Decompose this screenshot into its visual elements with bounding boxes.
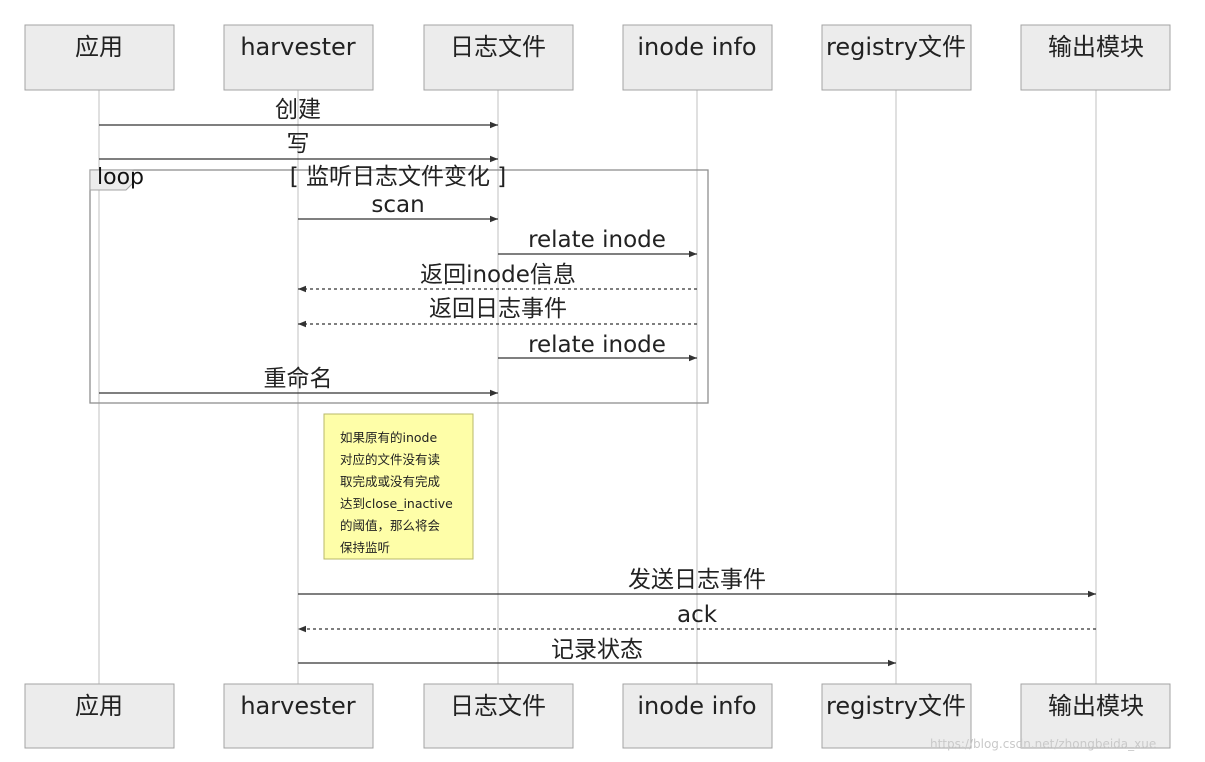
actor-box-inode-bottom: [622, 683, 773, 749]
actor-label-inode-bottom: inode info: [637, 692, 756, 720]
message-label-scan: scan: [371, 192, 424, 218]
actor-label-registry: registry文件: [826, 33, 966, 61]
actor-label-logfile-bottom: 日志文件: [450, 692, 546, 720]
actor-box-harvester: [223, 24, 374, 91]
watermark: https://blog.csdn.net/zhongbeida_xue: [930, 737, 1156, 751]
actor-box-inode: [622, 24, 773, 91]
actor-label-logfile: 日志文件: [450, 33, 546, 61]
message-label-return-inode-info: 返回inode信息: [420, 262, 576, 288]
message-label-send-log-event: 发送日志事件: [628, 567, 766, 593]
note-box: [323, 413, 474, 560]
message-label-write: 写: [287, 131, 310, 157]
participants-bottom: 应用 harvester 日志文件 inode info registry文件 …: [24, 683, 1171, 749]
actor-box-harvester-bottom: [223, 683, 374, 749]
actor-box-logfile: [423, 24, 574, 91]
actor-label-harvester-bottom: harvester: [240, 692, 355, 720]
message-label-return-log-event: 返回日志事件: [429, 296, 567, 322]
loop-tab: [89, 169, 134, 191]
loop-condition: [ 监听日志文件变化 ]: [290, 164, 507, 190]
loop-frame: loop [ 监听日志文件变化 ]: [89, 164, 709, 404]
actor-box-output-bottom: [1020, 683, 1171, 749]
message-label-relate-inode-1: relate inode: [528, 227, 666, 253]
loop-frame-border: [89, 169, 709, 404]
actor-box-output: [1020, 24, 1171, 91]
note-line-1: 如果原有的inode: [340, 430, 437, 445]
message-label-rename: 重命名: [264, 366, 333, 392]
note-line-2: 对应的文件没有读: [340, 452, 440, 467]
actor-label-harvester: harvester: [240, 33, 355, 61]
message-label-create: 创建: [275, 97, 321, 123]
actor-box-logfile-bottom: [423, 683, 574, 749]
note: 如果原有的inode 对应的文件没有读 取完成或没有完成 达到close_ina…: [323, 413, 474, 560]
note-line-6: 保持监听: [340, 540, 390, 555]
message-label-ack: ack: [677, 602, 718, 628]
actor-label-app-bottom: 应用: [75, 692, 123, 720]
actor-box-registry: [821, 24, 972, 91]
actor-label-inode: inode info: [637, 33, 756, 61]
note-line-4: 达到close_inactive: [340, 496, 453, 511]
actor-label-output: 输出模块: [1048, 33, 1144, 61]
lifelines: [98, 90, 1097, 684]
actor-box-registry-bottom: [821, 683, 972, 749]
loop-label: loop: [97, 165, 144, 190]
note-line-3: 取完成或没有完成: [340, 474, 440, 489]
messages: 创建 写 scan relate inode 返回inode信息 返回日志事件 …: [99, 97, 1096, 667]
actor-label-app: 应用: [75, 33, 123, 61]
note-line-5: 的阈值，那么将会: [340, 518, 441, 533]
actor-box-app-bottom: [24, 683, 175, 749]
actor-box-app: [24, 24, 175, 91]
message-label-record-state: 记录状态: [551, 637, 643, 663]
actor-label-output-bottom: 输出模块: [1048, 692, 1144, 720]
actor-label-registry-bottom: registry文件: [826, 692, 966, 720]
message-label-relate-inode-2: relate inode: [528, 332, 666, 358]
participants-top: 应用 harvester 日志文件 inode info registry文件 …: [24, 24, 1171, 91]
